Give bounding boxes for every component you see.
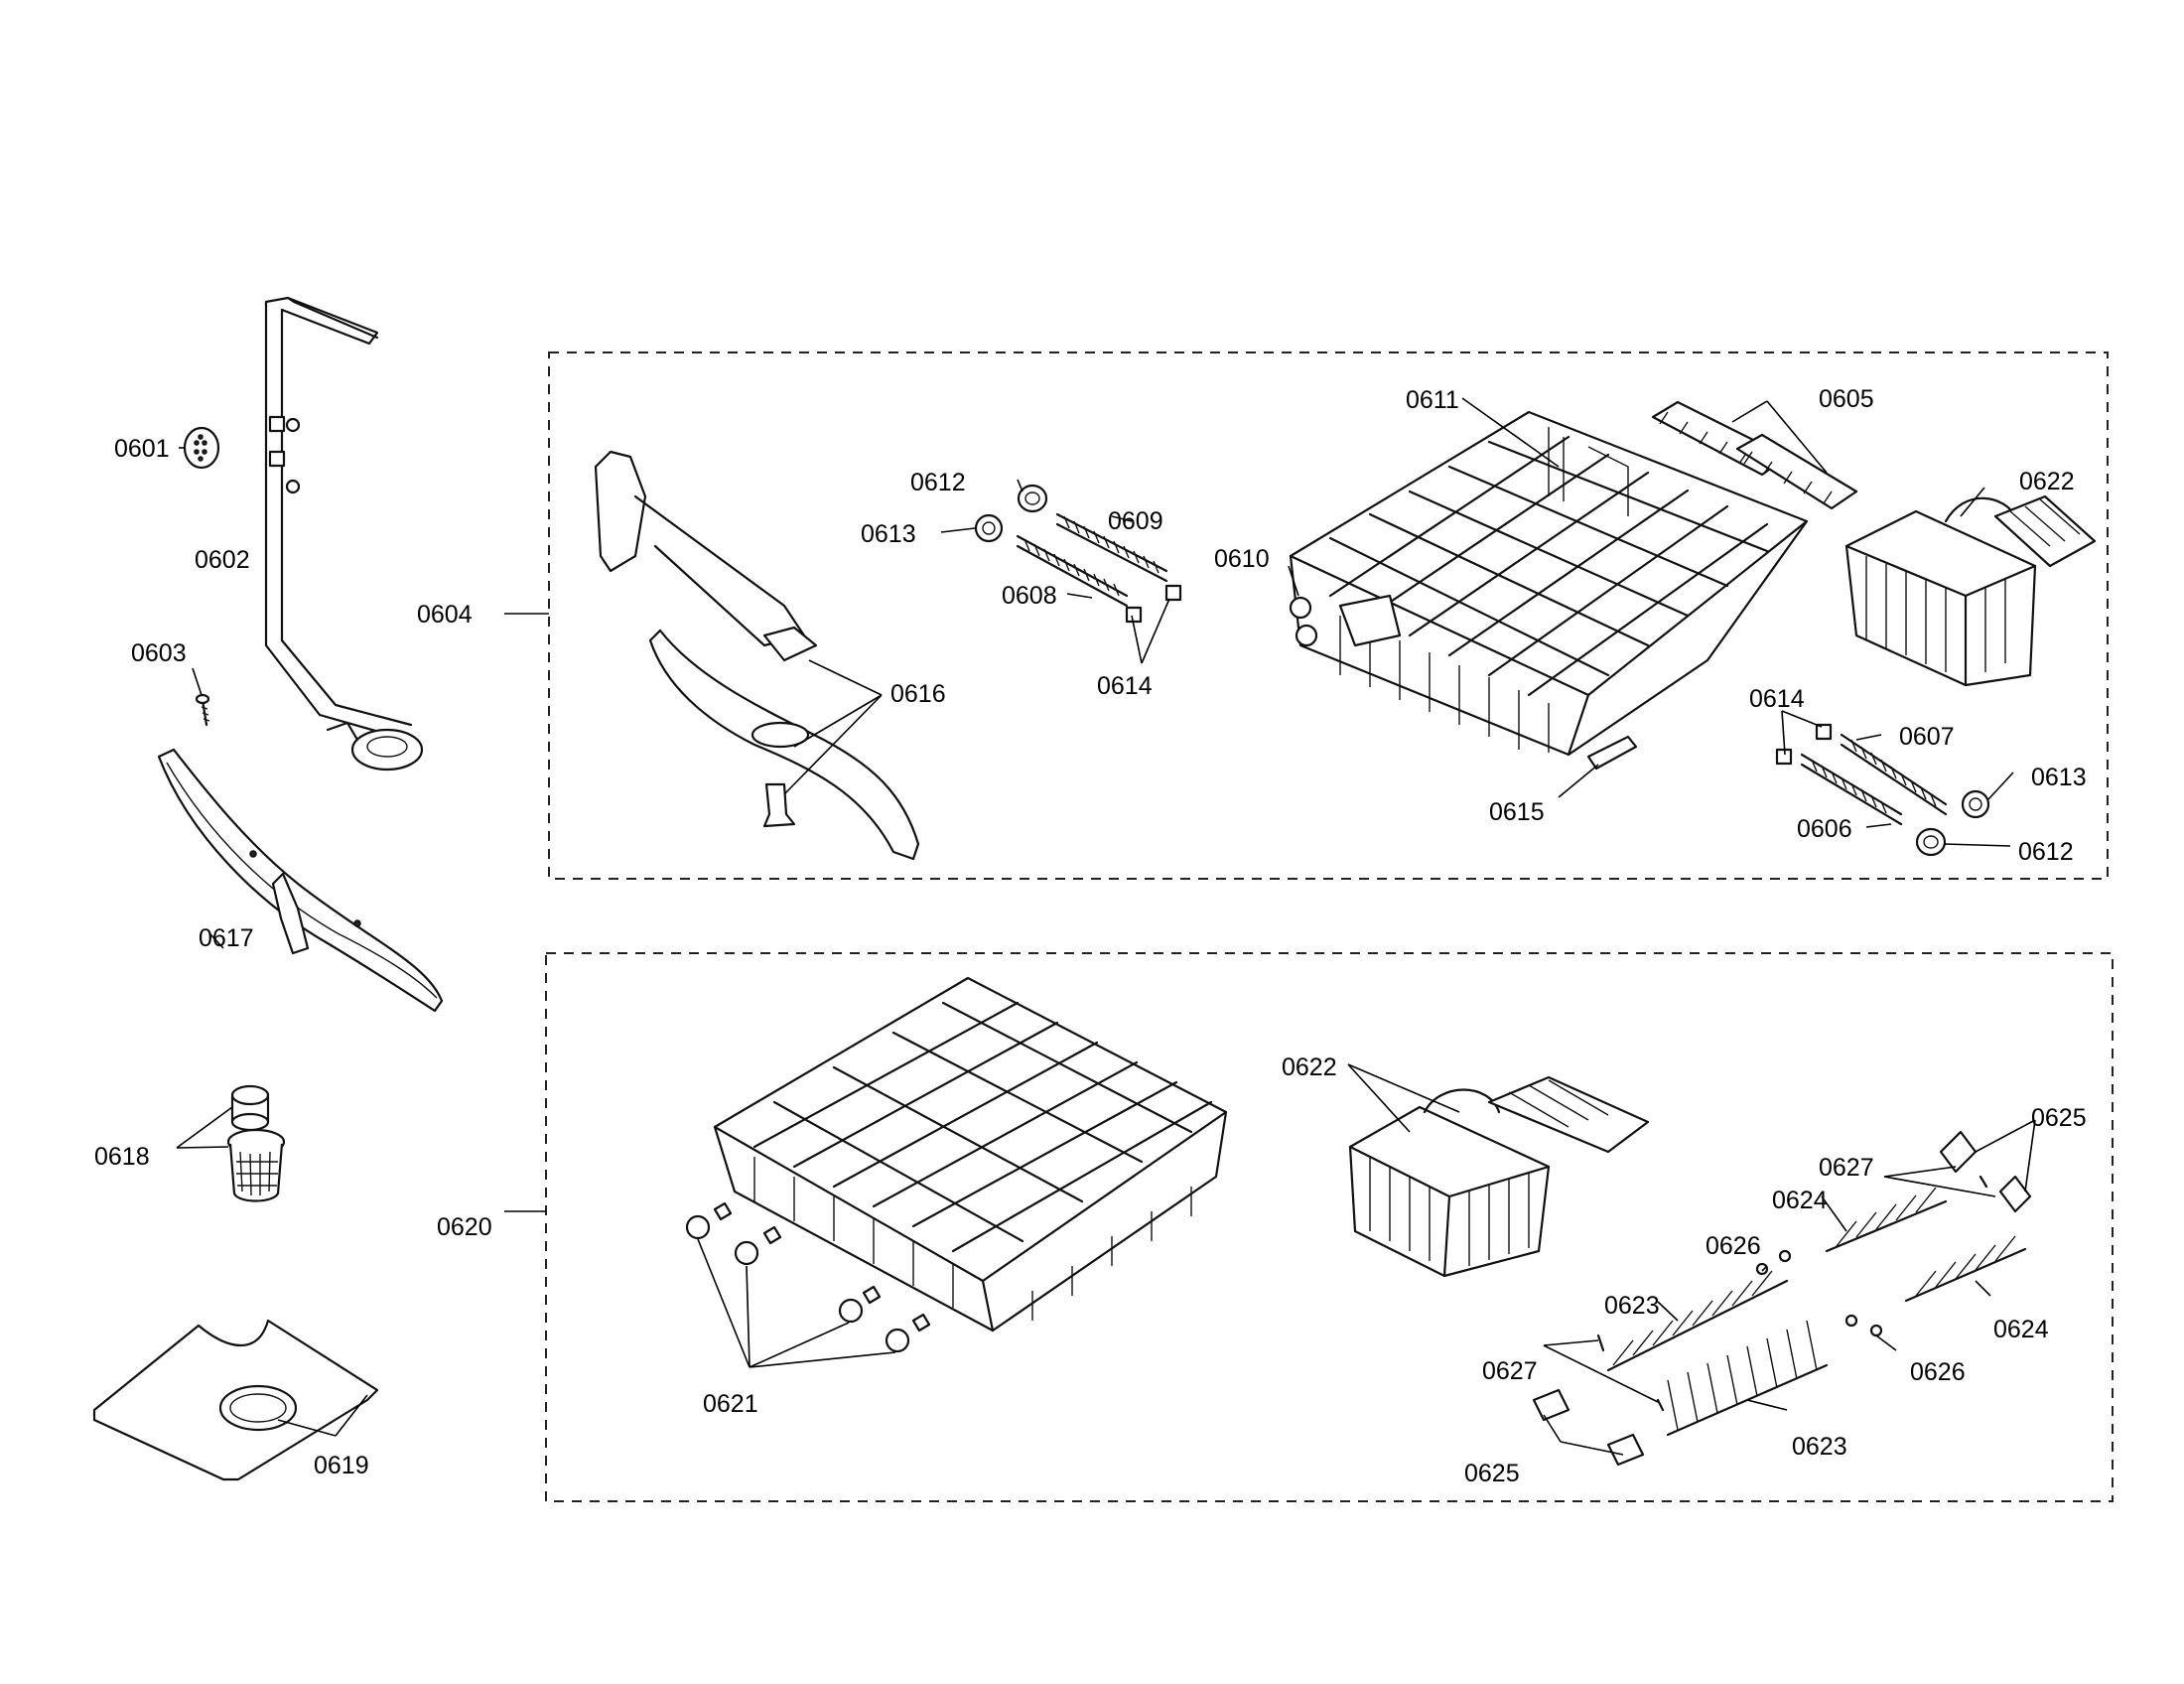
label-0622-lower: 0622 (1282, 1053, 1337, 1081)
part-0622-cutlery-basket-upper (1844, 494, 2097, 687)
part-0618-filter-set (226, 1084, 286, 1202)
label-0626-lower: 0626 (1910, 1358, 1966, 1386)
part-0603-screw (195, 693, 210, 727)
label-0621: 0621 (703, 1390, 758, 1418)
part-0608-rail-left (1016, 534, 1129, 608)
label-0613-lower: 0613 (2031, 764, 2087, 791)
part-0612-roller-right (1915, 827, 1947, 857)
label-0613-upper: 0613 (861, 520, 916, 548)
label-0606: 0606 (1797, 815, 1852, 843)
label-0612-lower: 0612 (2018, 838, 2074, 866)
label-0615: 0615 (1489, 798, 1545, 826)
part-0614-clips-left (1125, 584, 1182, 624)
label-0625-lower: 0625 (1464, 1460, 1520, 1487)
label-0605: 0605 (1819, 385, 1874, 413)
part-0614-clips-right (1775, 723, 1833, 766)
label-0626-upper: 0626 (1706, 1232, 1761, 1260)
label-0614-lower: 0614 (1749, 685, 1805, 713)
label-0624-lower: 0624 (1993, 1316, 2049, 1343)
part-0606-rail-right (1800, 753, 1903, 826)
label-0622-upper: 0622 (2019, 468, 2075, 495)
label-0618: 0618 (94, 1143, 150, 1171)
label-0608: 0608 (1002, 582, 1057, 610)
label-0623-lower: 0623 (1792, 1433, 1847, 1461)
label-0616: 0616 (890, 680, 946, 708)
part-0602-supply-pipe (264, 296, 424, 772)
label-0620: 0620 (437, 1213, 492, 1241)
label-0619: 0619 (314, 1452, 369, 1479)
label-0604: 0604 (417, 601, 473, 629)
part-0612-rack-roller-upper-left (1017, 484, 1048, 513)
label-0627-lower: 0627 (1482, 1357, 1538, 1385)
part-0624-tine-rows (1825, 1187, 2027, 1303)
label-0627-upper: 0627 (1819, 1154, 1874, 1182)
part-0627-pins (1596, 1175, 1988, 1412)
part-0617-lower-spray-arm (157, 748, 444, 1013)
part-0605-cup-shelves (1651, 400, 1858, 510)
label-0610: 0610 (1214, 545, 1270, 573)
label-0614-upper: 0614 (1097, 672, 1153, 700)
label-0612-upper: 0612 (910, 469, 966, 496)
label-0609: 0609 (1108, 507, 1163, 535)
part-0626-clips (1755, 1249, 1883, 1337)
label-0617: 0617 (199, 924, 254, 952)
leader-lines (176, 397, 2036, 1456)
part-0620-lower-rack (713, 976, 1228, 1333)
label-0602: 0602 (195, 546, 250, 574)
upper-rack-group-box (548, 351, 2109, 880)
label-0611: 0611 (1406, 386, 1459, 414)
part-0615-handle (1586, 735, 1638, 771)
label-0607: 0607 (1899, 723, 1955, 751)
part-0622-cutlery-basket-lower (1348, 1075, 1650, 1278)
part-0619-sump-cover (92, 1319, 379, 1481)
part-0625-hinges (1532, 1130, 2032, 1467)
label-0601: 0601 (114, 435, 170, 463)
part-0613-roller-upper-left (974, 513, 1004, 543)
label-0624-upper: 0624 (1772, 1187, 1828, 1214)
lower-rack-group-box (545, 952, 2114, 1502)
part-0623-tine-rows (1606, 1270, 1829, 1437)
label-0623-upper: 0623 (1604, 1292, 1660, 1320)
part-0609-rail-left (1055, 512, 1168, 583)
part-0607-rail-right (1840, 733, 1948, 816)
part-0610-rack-wheels (1289, 594, 1402, 647)
part-0621-rack-wheels (685, 1201, 931, 1353)
part-0611-upper-rack (1289, 410, 1809, 757)
label-0603: 0603 (131, 639, 187, 667)
part-0616-upper-spray-arm (594, 450, 920, 861)
part-0613-roller-right (1961, 789, 1990, 819)
part-0601-filter-cap (183, 426, 220, 470)
label-0625-upper: 0625 (2031, 1104, 2087, 1132)
